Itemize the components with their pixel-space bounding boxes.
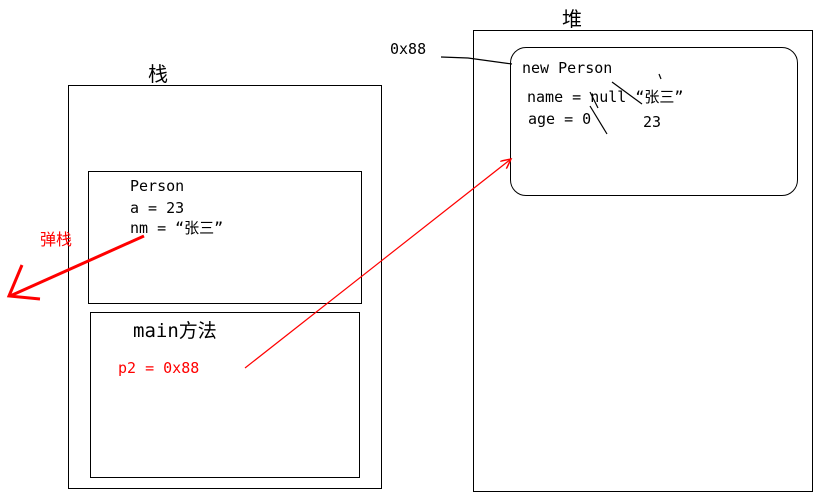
stray-mark xyxy=(658,73,662,80)
heap-object-name-line: name = null “张三” xyxy=(527,88,684,106)
heap-object-age-line: age = 0 xyxy=(528,110,592,128)
heap-address: 0x88 xyxy=(390,40,427,58)
pop-stack-arrow-shaft xyxy=(9,234,145,298)
stack-region xyxy=(68,85,382,489)
reference-arrow xyxy=(244,159,511,369)
pop-stack-label: 弹栈 xyxy=(40,230,73,249)
null-strike-1 xyxy=(611,81,643,105)
heap-object-age-new: 23 xyxy=(643,113,662,131)
person-stack-frame xyxy=(88,171,362,304)
main-stack-frame xyxy=(90,312,360,478)
person-frame-line2: a = 23 xyxy=(130,199,185,217)
heap-object-line1: new Person xyxy=(522,59,613,77)
null-strike-2 xyxy=(589,91,599,109)
person-frame-line3: nm = “张三” xyxy=(130,219,224,237)
person-frame-line1: Person xyxy=(130,177,185,195)
stack-title: 栈 xyxy=(148,62,168,86)
heap-title: 堆 xyxy=(562,7,582,31)
heap-region xyxy=(473,30,813,492)
address-leader-line xyxy=(440,56,513,65)
age-strike xyxy=(589,105,608,135)
main-frame-title: main方法 xyxy=(133,320,217,342)
person-heap-object xyxy=(510,47,798,196)
main-frame-var: p2 = 0x88 xyxy=(118,359,200,377)
pop-stack-arrow-head xyxy=(6,264,41,301)
